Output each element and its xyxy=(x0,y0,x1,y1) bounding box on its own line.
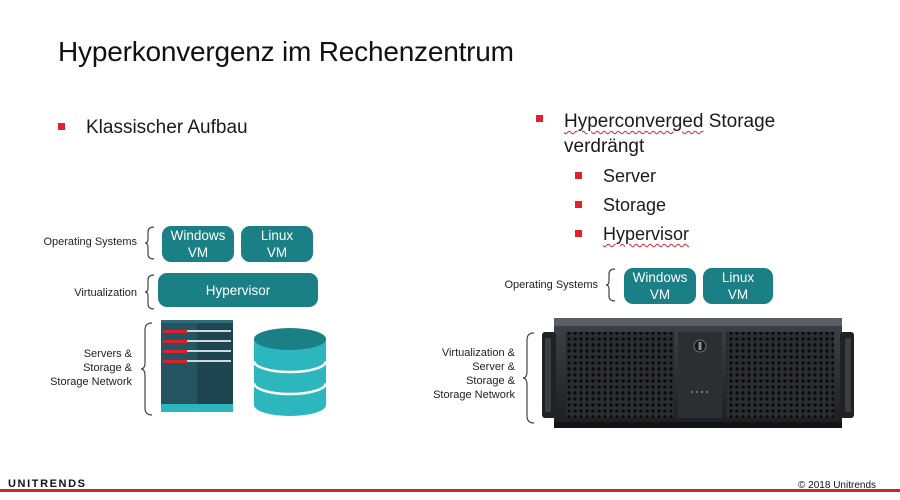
bullet-marker xyxy=(536,115,543,122)
hypervisor-label: Hypervisor xyxy=(205,282,271,298)
right-virt-line2: Server & xyxy=(472,361,515,373)
servers-line3: Storage Network xyxy=(50,376,132,388)
right-linux-vm-line2: VM xyxy=(727,287,749,302)
right-bullet: Hyperconverged Storage verdrängt xyxy=(564,109,775,159)
storage-database-icon xyxy=(253,328,327,416)
sub-bullet-marker xyxy=(575,201,582,208)
right-windows-vm-line1: Windows xyxy=(632,270,688,285)
bullet-marker xyxy=(58,123,65,130)
rackmount-server-icon xyxy=(542,318,854,428)
linux-vm-line2: VM xyxy=(266,245,288,260)
server-rack-icon xyxy=(161,320,233,412)
right-virt-line4: Storage Network xyxy=(433,389,515,401)
right-bullet-part2: Storage xyxy=(703,111,776,132)
label-operating-systems: Operating Systems xyxy=(43,236,137,248)
sub-item-hypervisor: Hypervisor xyxy=(603,224,690,244)
sub-item-storage: Storage xyxy=(603,195,667,215)
brace-operating-systems xyxy=(144,226,155,260)
linux-vm-box: Linux VM xyxy=(241,226,313,262)
unitrends-logo: UNITRENDS xyxy=(8,478,87,490)
right-brace-operating-systems xyxy=(605,268,616,302)
windows-vm-line1: Windows xyxy=(170,228,226,243)
right-brace-virtualization xyxy=(522,332,535,424)
left-bullet: Klassischer Aufbau xyxy=(86,117,248,138)
linux-vm-line1: Linux xyxy=(260,228,294,243)
right-windows-vm-line2: VM xyxy=(649,287,671,302)
brace-servers-storage xyxy=(140,322,153,416)
footer-accent-bar xyxy=(0,489,900,492)
right-label-virtualization: Virtualization & Server & Storage & Stor… xyxy=(410,346,515,402)
sub-bullet-marker xyxy=(575,230,582,237)
right-bullet-line2: verdrängt xyxy=(564,136,645,157)
hypervisor-box: Hypervisor xyxy=(158,273,318,307)
brace-virtualization xyxy=(144,274,155,310)
copyright-text: © 2018 Unitrends xyxy=(798,480,876,491)
label-virtualization: Virtualization xyxy=(74,287,137,299)
windows-vm-box: Windows VM xyxy=(162,226,234,262)
right-label-operating-systems: Operating Systems xyxy=(504,279,598,291)
sub-item-server: Server xyxy=(603,166,657,186)
right-virt-line3: Storage & xyxy=(466,375,515,387)
right-bullet-part1: Hyperconverged xyxy=(564,111,704,132)
sub-bullet-marker xyxy=(575,172,582,179)
right-virt-line1: Virtualization & xyxy=(441,347,515,359)
right-linux-vm-line1: Linux xyxy=(721,270,755,285)
label-servers-storage: Servers & Storage & Storage Network xyxy=(20,347,132,389)
slide-title: Hyperkonvergenz im Rechenzentrum xyxy=(58,36,514,67)
windows-vm-line2: VM xyxy=(187,245,209,260)
right-linux-vm-box: Linux VM xyxy=(703,268,773,304)
servers-line2: Storage & xyxy=(83,362,132,374)
servers-line1: Servers & xyxy=(83,348,132,360)
right-windows-vm-box: Windows VM xyxy=(624,268,696,304)
